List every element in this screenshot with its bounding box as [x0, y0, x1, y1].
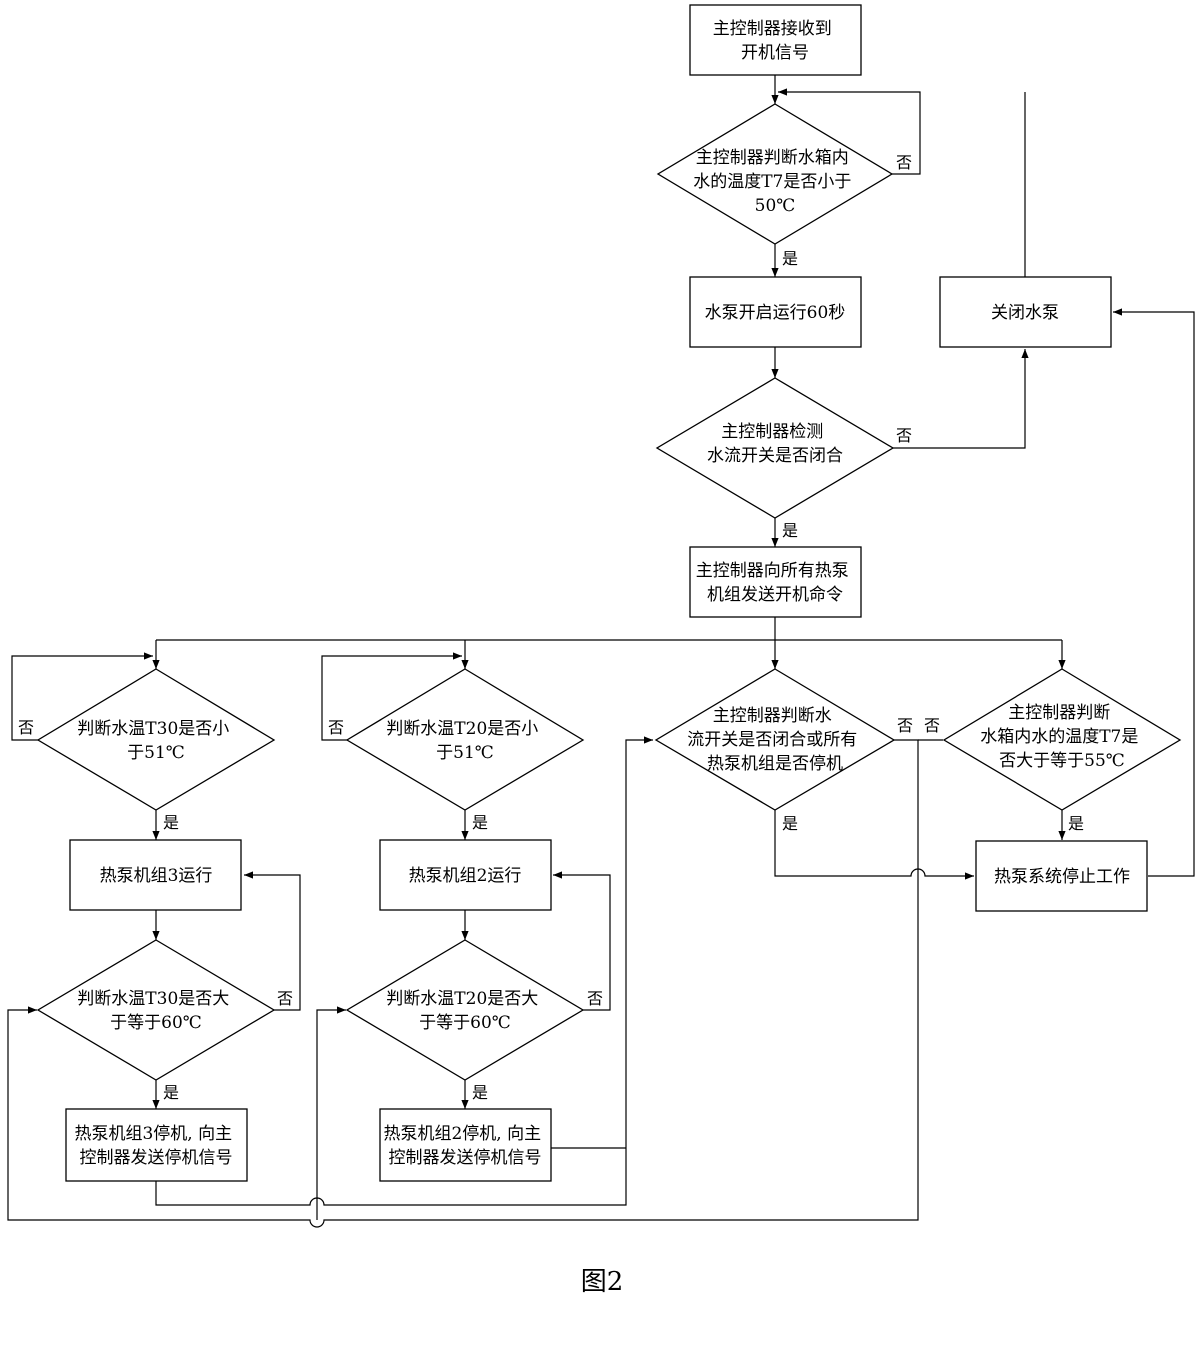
node-d-t20-lt51: [345, 668, 585, 811]
edge-label-t30-lt51-yes: 是: [163, 813, 179, 832]
edge-labels: 否 是 否 是 否 是 否 是 否 是 否 是 否 是 否 是: [18, 153, 1084, 1102]
node-d-t30-lt51: [36, 668, 276, 811]
node-hp3-run: [69, 839, 242, 911]
node-hp3-stop: [65, 1108, 248, 1182]
node-sys-stop: [975, 840, 1148, 912]
edge-sys-stop-to-pump-off: [1113, 308, 1195, 877]
edge-label-t20-lt51-yes: 是: [472, 813, 488, 832]
edge-t7-no-loop: [778, 88, 921, 175]
edge-t30-lt51-no-loop: [11, 652, 153, 741]
edge-label-flow-all-no: 否: [897, 716, 913, 735]
node-start: [689, 4, 862, 76]
label-d-flow-all: 主控制器判断水 流开关是否闭合或所有 热泵机组是否停机: [687, 706, 862, 774]
edge-label-t30-ge60-no: 否: [277, 989, 293, 1008]
label-pump-off: 关闭水泵: [991, 303, 1059, 323]
node-send-on: [689, 546, 862, 618]
edge-label-t30-lt51-no: 否: [18, 718, 34, 737]
edge-label-flow-all-yes: 是: [782, 814, 798, 833]
label-hp3-run: 热泵机组3运行: [100, 866, 213, 886]
edge-label-t20-ge60-yes: 是: [472, 1083, 488, 1102]
label-d-t30-ge60: 判断水温T30是否大 于等于60℃: [77, 989, 234, 1033]
node-d-flow-all: [654, 668, 896, 811]
node-hp2-run: [379, 839, 552, 911]
label-send-on: 主控制器向所有热泵 机组发送开机命令: [696, 561, 854, 605]
label-pump-on: 水泵开启运行60秒: [705, 303, 846, 323]
edge-label-t30-ge60-yes: 是: [163, 1083, 179, 1102]
label-d-t7-ge55: 主控制器判断 水箱内水的温度T7是 否大于等于55℃: [980, 703, 1144, 771]
label-hp3-stop: 热泵机组3停机, 向主 控制器发送停机信号: [74, 1124, 237, 1168]
label-d-t7-lt50: 主控制器判断水箱内 水的温度T7是否小于 50℃: [693, 148, 857, 216]
node-d-t7-ge55: [942, 668, 1182, 811]
node-labels: 主控制器接收到 开机信号 主控制器判断水箱内 水的温度T7是否小于 50℃ 水泵…: [74, 19, 1144, 1168]
figure-caption: 图2: [581, 1267, 624, 1297]
edge-label-t20-ge60-no: 否: [587, 989, 603, 1008]
label-d-t20-ge60: 判断水温T20是否大 于等于60℃: [386, 989, 543, 1033]
edge-label-flow-no: 否: [896, 426, 912, 445]
label-hp2-run: 热泵机组2运行: [409, 866, 522, 886]
edge-hp3-stop-to-flow-all: [155, 736, 653, 1206]
label-d-t20-lt51: 判断水温T20是否小 于51℃: [386, 719, 543, 763]
edge-label-t7-ge55-yes: 是: [1068, 814, 1084, 833]
edge-label-t7-lt50-no: 否: [896, 153, 912, 172]
edge-flow-all-no-return: [7, 739, 919, 1228]
label-sys-stop: 热泵系统停止工作: [994, 867, 1130, 887]
node-hp2-stop: [379, 1108, 552, 1182]
node-d-t7-lt50: [656, 103, 894, 245]
edge-flow-no: [893, 349, 1029, 449]
edge-flow-all-yes: [774, 810, 974, 880]
connectors: [7, 75, 1195, 1228]
label-d-flow: 主控制器检测 水流开关是否闭合: [707, 422, 843, 466]
edge-to-t20-ge60: [316, 1006, 346, 1220]
node-d-t30-ge60: [36, 939, 276, 1081]
shapes: [36, 4, 1182, 1182]
label-d-t30-lt51: 判断水温T30是否小 于51℃: [77, 719, 234, 763]
node-d-t20-ge60: [345, 939, 585, 1081]
edge-t20-lt51-no-loop: [321, 652, 462, 741]
edge-t30-ge60-no-loop: [244, 871, 301, 1011]
node-pump-on: [689, 276, 862, 348]
node-d-flow: [655, 377, 895, 519]
edge-label-flow-yes: 是: [782, 521, 798, 540]
label-hp2-stop: 热泵机组2停机, 向主 控制器发送停机信号: [383, 1124, 546, 1168]
edge-label-t7-ge55-no: 否: [924, 716, 940, 735]
node-pump-off: [939, 276, 1112, 348]
edge-t20-ge60-no-loop: [553, 871, 611, 1011]
label-start: 主控制器接收到 开机信号: [713, 19, 837, 63]
edge-label-t7-lt50-yes: 是: [782, 249, 798, 268]
edge-label-t20-lt51-no: 否: [328, 718, 344, 737]
